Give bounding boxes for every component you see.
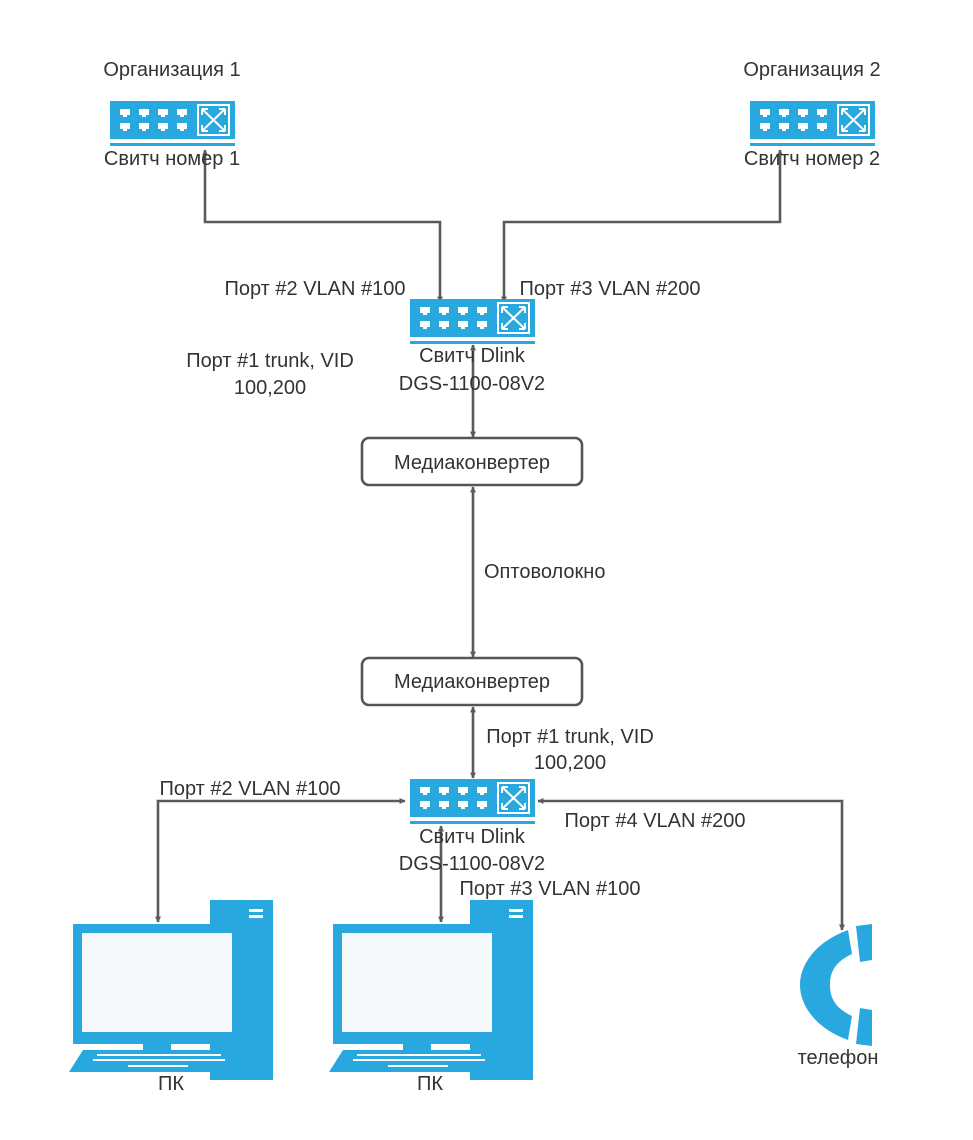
connectors: [155, 149, 845, 931]
top-switch-port2-label: Порт #2 VLAN #100: [225, 278, 406, 300]
desktop-computer-icon: [69, 900, 273, 1080]
link-switch2-to-dlink-port3: [501, 149, 783, 303]
converter-top-label: Медиаконвертер: [394, 452, 550, 474]
link-switch1-to-dlink-port2: [202, 149, 443, 303]
top-switch-port3-label: Порт #3 VLAN #200: [520, 278, 701, 300]
link-dlink-port4-to-phone: [537, 798, 845, 931]
top-switch-group: Порт #2 VLAN #100 Порт #3 VLAN #200 Свит…: [186, 278, 700, 399]
desktop-computer-icon: [329, 900, 533, 1080]
link-dlink-port2-to-pc1: [155, 798, 406, 923]
converter-bottom-box: [360, 656, 584, 707]
phone-group: телефон: [798, 924, 879, 1069]
bottom-switch-port3-label: Порт #3 VLAN #100: [460, 878, 641, 900]
org1-group: Организация 1 Свитч номер 1: [103, 59, 240, 170]
bottom-switch-port1-line2: 100,200: [534, 752, 606, 774]
pc2-group: ПК: [329, 900, 533, 1095]
top-switch-port1-line2: 100,200: [234, 377, 306, 399]
network-switch-icon: [109, 100, 236, 147]
top-switch-name-line2: DGS-1100-08V2: [399, 373, 545, 395]
top-switch-port1-line1: Порт #1 trunk, VID: [186, 350, 354, 372]
phone-label: телефон: [798, 1047, 879, 1069]
bottom-switch-port2-label: Порт #2 VLAN #100: [160, 778, 341, 800]
bottom-switch-port1-line1: Порт #1 trunk, VID: [486, 726, 654, 748]
converter-bottom: Медиаконвертер: [360, 656, 584, 707]
org2-group: Организация 2 Свитч номер 2: [743, 59, 880, 170]
network-switch-icon: [749, 100, 876, 147]
switch2-label: Свитч номер 2: [744, 148, 880, 170]
converter-bottom-label: Медиаконвертер: [394, 671, 550, 693]
telephone-icon: [800, 924, 872, 1046]
pc1-group: ПК: [69, 900, 273, 1095]
pc1-label: ПК: [158, 1073, 184, 1095]
fiber-label: Оптоволокно: [484, 561, 605, 583]
bottom-switch-name-line2: DGS-1100-08V2: [399, 853, 545, 875]
switch1-label: Свитч номер 1: [104, 148, 240, 170]
bottom-switch-name-line1: Свитч Dlink: [419, 826, 526, 848]
bottom-switch-port4-label: Порт #4 VLAN #200: [565, 810, 746, 832]
network-switch-icon: [409, 778, 536, 825]
network-switch-icon: [409, 298, 536, 345]
org2-title: Организация 2: [743, 59, 880, 81]
org1-title: Организация 1: [103, 59, 240, 81]
pc2-label: ПК: [417, 1073, 443, 1095]
converter-top-box: [360, 436, 584, 487]
top-switch-name-line1: Свитч Dlink: [419, 345, 526, 367]
bottom-switch-group: Порт #1 trunk, VID 100,200 Порт #2 VLAN …: [160, 726, 746, 900]
converter-top: Медиаконвертер: [360, 436, 584, 487]
